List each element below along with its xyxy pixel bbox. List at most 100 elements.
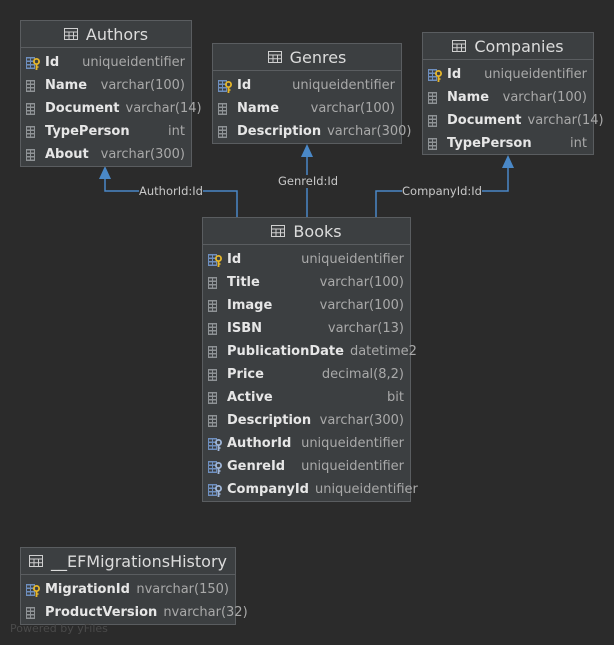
column-row-companyid[interactable]: CompanyId uniqueidentifier bbox=[203, 478, 418, 501]
column-type: uniqueidentifier bbox=[292, 78, 395, 93]
column-name: MigrationId bbox=[45, 582, 130, 597]
column-type: uniqueidentifier bbox=[314, 482, 418, 497]
primary-key-column-icon bbox=[25, 55, 41, 71]
column-row-id[interactable]: Id uniqueidentifier bbox=[203, 248, 410, 271]
table-title: Books bbox=[293, 221, 342, 241]
column-row-document[interactable]: Document varchar(14) bbox=[21, 97, 202, 120]
column-type: uniqueidentifier bbox=[82, 55, 185, 70]
column-row-description[interactable]: Description varchar(300) bbox=[203, 409, 410, 432]
table-icon bbox=[452, 37, 467, 56]
table-title: __EFMigrationsHistory bbox=[50, 551, 227, 571]
column-icon bbox=[25, 124, 41, 140]
column-name: CompanyId bbox=[227, 482, 309, 497]
genres-table-header[interactable]: Genres bbox=[213, 44, 401, 71]
column-name: Description bbox=[237, 124, 322, 139]
watermark: Powered by yFiles bbox=[10, 622, 108, 635]
column-name: About bbox=[45, 147, 89, 162]
company-relation-arrow bbox=[502, 155, 514, 168]
column-name: TypePerson bbox=[447, 136, 532, 151]
column-row-description[interactable]: Description varchar(300) bbox=[213, 120, 411, 143]
column-name: Name bbox=[447, 90, 490, 105]
column-type: varchar(14) bbox=[125, 101, 202, 116]
genre-relation-arrow bbox=[301, 144, 313, 157]
column-type: varchar(14) bbox=[527, 113, 604, 128]
column-name: Document bbox=[45, 101, 120, 116]
table-icon bbox=[63, 25, 78, 44]
column-type: varchar(300) bbox=[327, 124, 412, 139]
column-icon bbox=[207, 275, 223, 291]
column-row-id[interactable]: Id uniqueidentifier bbox=[213, 74, 401, 97]
column-type: varchar(100) bbox=[319, 275, 404, 290]
column-icon bbox=[217, 124, 233, 140]
column-row-name[interactable]: Name varchar(100) bbox=[21, 74, 191, 97]
primary-key-column-icon bbox=[25, 582, 41, 598]
column-icon bbox=[207, 344, 223, 360]
table-title: Genres bbox=[289, 47, 347, 67]
column-type: varchar(100) bbox=[310, 101, 395, 116]
migrations-table-header[interactable]: __EFMigrationsHistory bbox=[21, 548, 235, 575]
table-icon bbox=[271, 222, 286, 241]
foreign-key-column-icon bbox=[207, 482, 223, 498]
primary-key-column-icon bbox=[217, 78, 233, 94]
column-name: Id bbox=[45, 55, 60, 70]
company-relation-label: CompanyId:Id bbox=[402, 184, 482, 198]
column-type: uniqueidentifier bbox=[301, 252, 404, 267]
column-icon bbox=[427, 90, 443, 106]
column-icon bbox=[217, 101, 233, 117]
column-name: AuthorId bbox=[227, 436, 292, 451]
column-type: bit bbox=[387, 390, 404, 405]
primary-key-column-icon bbox=[207, 252, 223, 268]
column-icon bbox=[25, 78, 41, 94]
column-name: ProductVersion bbox=[45, 605, 158, 620]
column-row-id[interactable]: Id uniqueidentifier bbox=[21, 51, 191, 74]
column-row-productversion[interactable]: ProductVersion nvarchar(32) bbox=[21, 601, 248, 624]
column-icon bbox=[207, 298, 223, 314]
column-name: Id bbox=[227, 252, 242, 267]
column-type: int bbox=[168, 124, 185, 139]
column-icon bbox=[207, 390, 223, 406]
column-icon bbox=[207, 367, 223, 383]
column-name: Name bbox=[45, 78, 88, 93]
column-name: Id bbox=[237, 78, 252, 93]
column-name: Document bbox=[447, 113, 522, 128]
column-name: Description bbox=[227, 413, 312, 428]
authors-table-header[interactable]: Authors bbox=[21, 21, 191, 48]
genre-relation-label: GenreId:Id bbox=[278, 174, 339, 188]
column-name: Image bbox=[227, 298, 273, 313]
column-name: Id bbox=[447, 67, 462, 82]
column-icon bbox=[25, 605, 41, 621]
column-type: uniqueidentifier bbox=[301, 459, 404, 474]
books-table-header[interactable]: Books bbox=[203, 218, 410, 245]
column-type: varchar(100) bbox=[100, 78, 185, 93]
table-icon bbox=[28, 552, 43, 571]
table-title: Companies bbox=[474, 36, 564, 56]
column-type: varchar(300) bbox=[319, 413, 404, 428]
author-relation-arrow bbox=[99, 166, 111, 179]
column-row-document[interactable]: Document varchar(14) bbox=[423, 109, 604, 132]
column-icon bbox=[427, 136, 443, 152]
column-row-authorid[interactable]: AuthorId uniqueidentifier bbox=[203, 432, 410, 455]
column-type: uniqueidentifier bbox=[301, 436, 404, 451]
companies-table-header[interactable]: Companies bbox=[423, 33, 593, 60]
column-type: nvarchar(32) bbox=[163, 605, 248, 620]
column-row-name[interactable]: Name varchar(100) bbox=[213, 97, 401, 120]
column-name: Name bbox=[237, 101, 280, 116]
